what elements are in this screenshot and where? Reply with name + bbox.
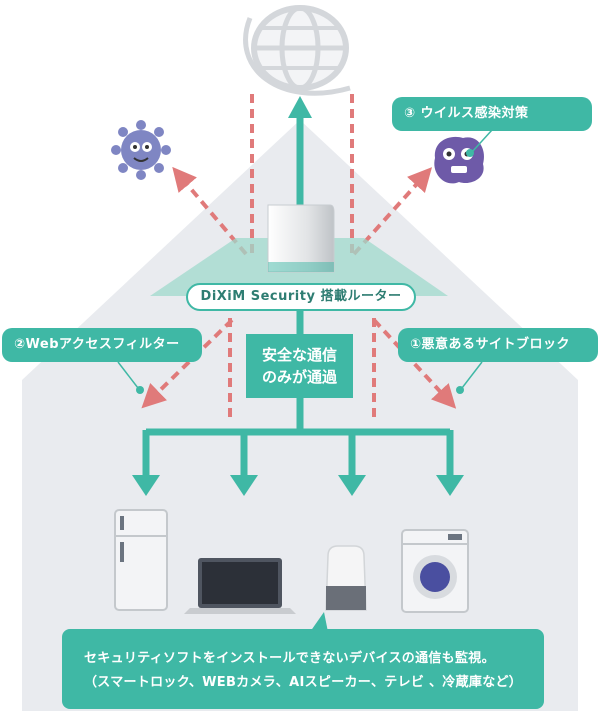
note-box: セキュリティソフトをインストールできないデバイスの通信も監視。 （スマートロック…	[62, 629, 544, 709]
safe-traffic-line2: のみが通過	[261, 368, 337, 386]
note-line2: （スマートロック、WEBカメラ、AIスピーカー、テレビ 、冷蔵庫など）	[84, 675, 523, 690]
smart-speaker-icon	[325, 545, 367, 611]
washing-machine-icon	[401, 529, 469, 613]
web-access-filter-label: ②Webアクセスフィルター	[2, 328, 202, 362]
note-line1: セキュリティソフトをインストールできないデバイスの通信も監視。	[84, 651, 495, 666]
globe-icon	[243, 5, 351, 96]
fridge-icon	[114, 509, 168, 611]
router-label: DiXiM Security 搭載ルーター	[186, 283, 416, 311]
router-icon	[267, 204, 335, 273]
malicious-site-block-label: ①悪意あるサイトブロック	[398, 328, 598, 362]
virus-protection-label: ③ ウイルス感染対策	[392, 97, 592, 131]
virus-icon	[434, 136, 485, 184]
safe-traffic-box: 安全な通信 のみが通過	[246, 334, 353, 398]
germ-icon	[111, 120, 171, 180]
safe-traffic-line1: 安全な通信	[261, 346, 337, 364]
laptop-icon	[184, 558, 296, 614]
